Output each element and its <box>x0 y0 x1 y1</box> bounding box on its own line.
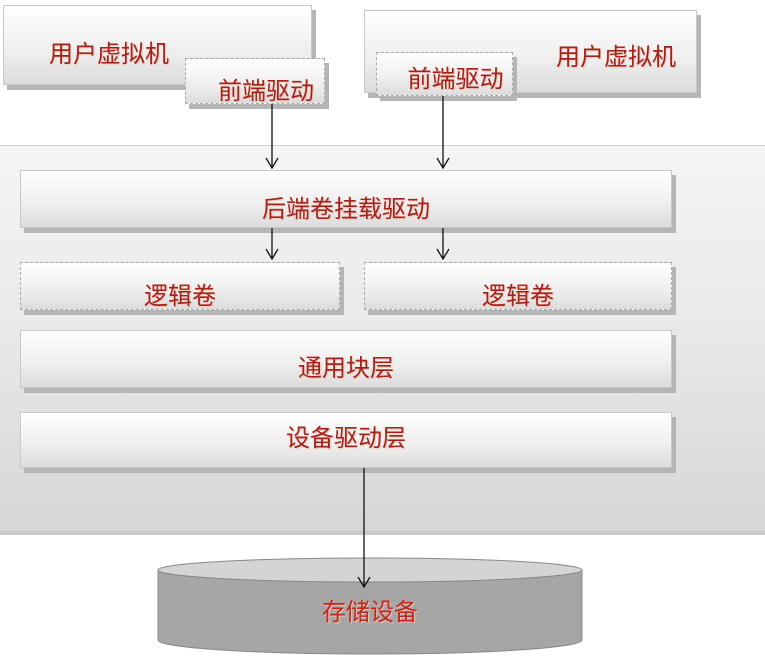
generic-block-layer-label: 通用块层 <box>298 353 394 382</box>
backend-volume-driver: 后端卷挂载驱动 <box>20 170 672 228</box>
frontend-driver-right-label: 前端驱动 <box>407 65 504 93</box>
logical-volume-left: 逻辑卷 <box>20 262 340 310</box>
storage-cylinder <box>157 557 583 655</box>
user-vm-right: 用户虚拟机 <box>364 10 697 93</box>
user-vm-right-label: 用户虚拟机 <box>556 43 676 71</box>
storage-device: 存储设备 <box>158 592 582 627</box>
user-vm-left-label: 用户虚拟机 <box>49 40 169 68</box>
frontend-driver-left-label: 前端驱动 <box>218 77 314 105</box>
logical-volume-right-label: 逻辑卷 <box>482 281 554 310</box>
logical-volume-left-label: 逻辑卷 <box>144 281 216 310</box>
logical-volume-right: 逻辑卷 <box>364 262 672 310</box>
frontend-driver-right: 前端驱动 <box>376 52 513 96</box>
frontend-driver-left: 前端驱动 <box>185 58 325 105</box>
storage-device-label: 存储设备 <box>322 598 418 626</box>
device-driver-layer-label: 设备驱动层 <box>286 423 406 452</box>
backend-volume-driver-label: 后端卷挂载驱动 <box>262 194 430 223</box>
generic-block-layer: 通用块层 <box>20 330 672 388</box>
device-driver-layer: 设备驱动层 <box>20 412 672 468</box>
